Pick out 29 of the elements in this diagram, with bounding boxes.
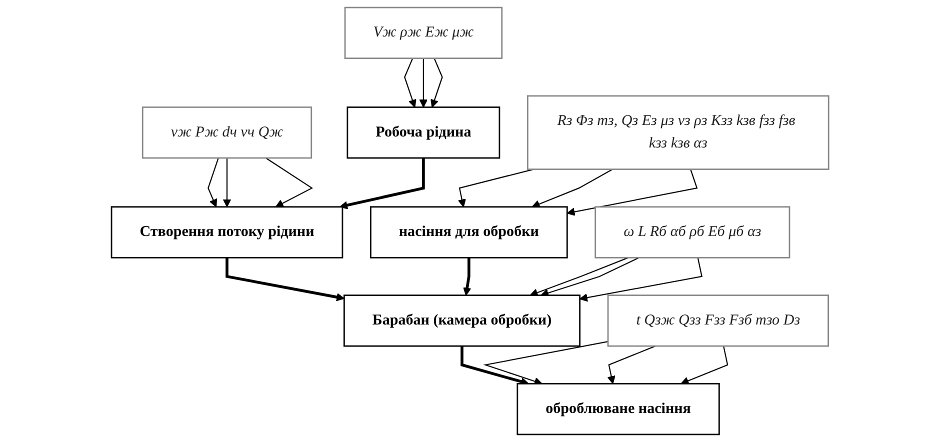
arrow [226,258,345,302]
arrow [532,168,614,208]
arrow [681,346,729,385]
node-box: ω L Rб αб ρб Eб μб αз [595,206,791,258]
node-box: оброблюване насіння [517,382,720,436]
node-box: t Qзж Qзз Fзз Fзб mзо Dз [608,294,830,347]
arrow [580,258,703,302]
arrow [420,58,428,108]
node-box: Барабан (камера обробки) [344,294,581,347]
arrow [430,58,444,108]
arrow [541,257,640,297]
arrow [484,341,609,386]
arrow [567,169,698,216]
arrow [458,168,534,208]
arrow [530,257,629,297]
arrow [340,158,426,210]
node-box: Створення потоку рідини [111,206,344,258]
arrow [266,158,314,208]
node-box: насіння для обробки [370,206,568,258]
node-box: vж Pж dч vч Qж [142,106,313,159]
node-box: Vж ρж Eж μж [344,6,504,59]
arrow [461,346,530,386]
arrow [208,158,220,208]
node-box: Rз Φз mз, Qз Eз μз vз ρз Kзз kзв fзз fзв kзз kзв αз [527,95,830,170]
node-box: Робоча рідина [347,106,501,159]
arrow [223,158,232,208]
arrow [608,346,656,384]
arrow [404,58,417,108]
arrow [463,258,472,296]
